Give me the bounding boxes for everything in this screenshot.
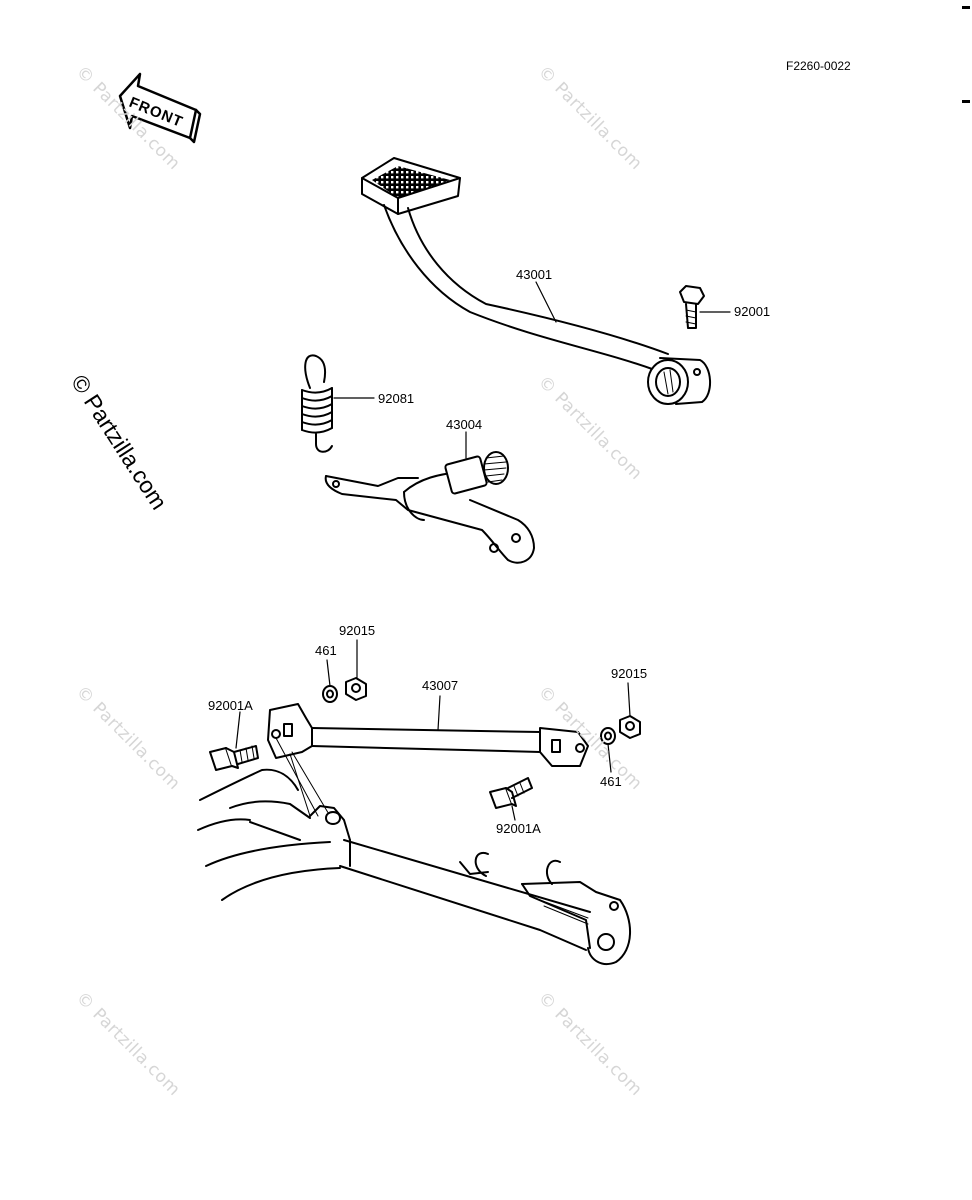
part-label-43001: 43001 [516, 267, 553, 282]
edge-mark [962, 6, 970, 9]
washer-461-left [322, 685, 338, 703]
brake-shaft-43004 [324, 451, 535, 564]
part-label-92015-right: 92015 [611, 666, 648, 681]
part-label-461-left: 461 [315, 643, 337, 658]
bolt-92001A-left [209, 745, 259, 771]
nut-92015-right [619, 715, 641, 739]
part-label-43007: 43007 [422, 678, 459, 693]
brake-pedal-pad [361, 157, 461, 215]
part-label-92015-left: 92015 [339, 623, 376, 638]
bolt-92001 [679, 285, 705, 329]
bolt-92001A-right [489, 777, 533, 809]
edge-mark [962, 100, 970, 103]
part-label-92001A-right: 92001A [496, 821, 541, 836]
part-label-92001A-left: 92001A [208, 698, 253, 713]
leader-connectors [275, 737, 331, 817]
leader-lines [235, 281, 731, 821]
front-arrow-icon [118, 72, 202, 144]
part-label-92001: 92001 [734, 304, 771, 319]
nut-92015-left [345, 677, 367, 701]
part-label-43004: 43004 [446, 417, 483, 432]
part-label-92081: 92081 [378, 391, 415, 406]
part-label-461-right: 461 [600, 774, 622, 789]
return-spring-92081 [301, 354, 333, 453]
frame-assembly [197, 768, 632, 966]
brake-pedal-lever [383, 204, 711, 405]
figure-code: F2260-0022 [786, 59, 851, 73]
brake-rod-43007 [267, 703, 589, 767]
